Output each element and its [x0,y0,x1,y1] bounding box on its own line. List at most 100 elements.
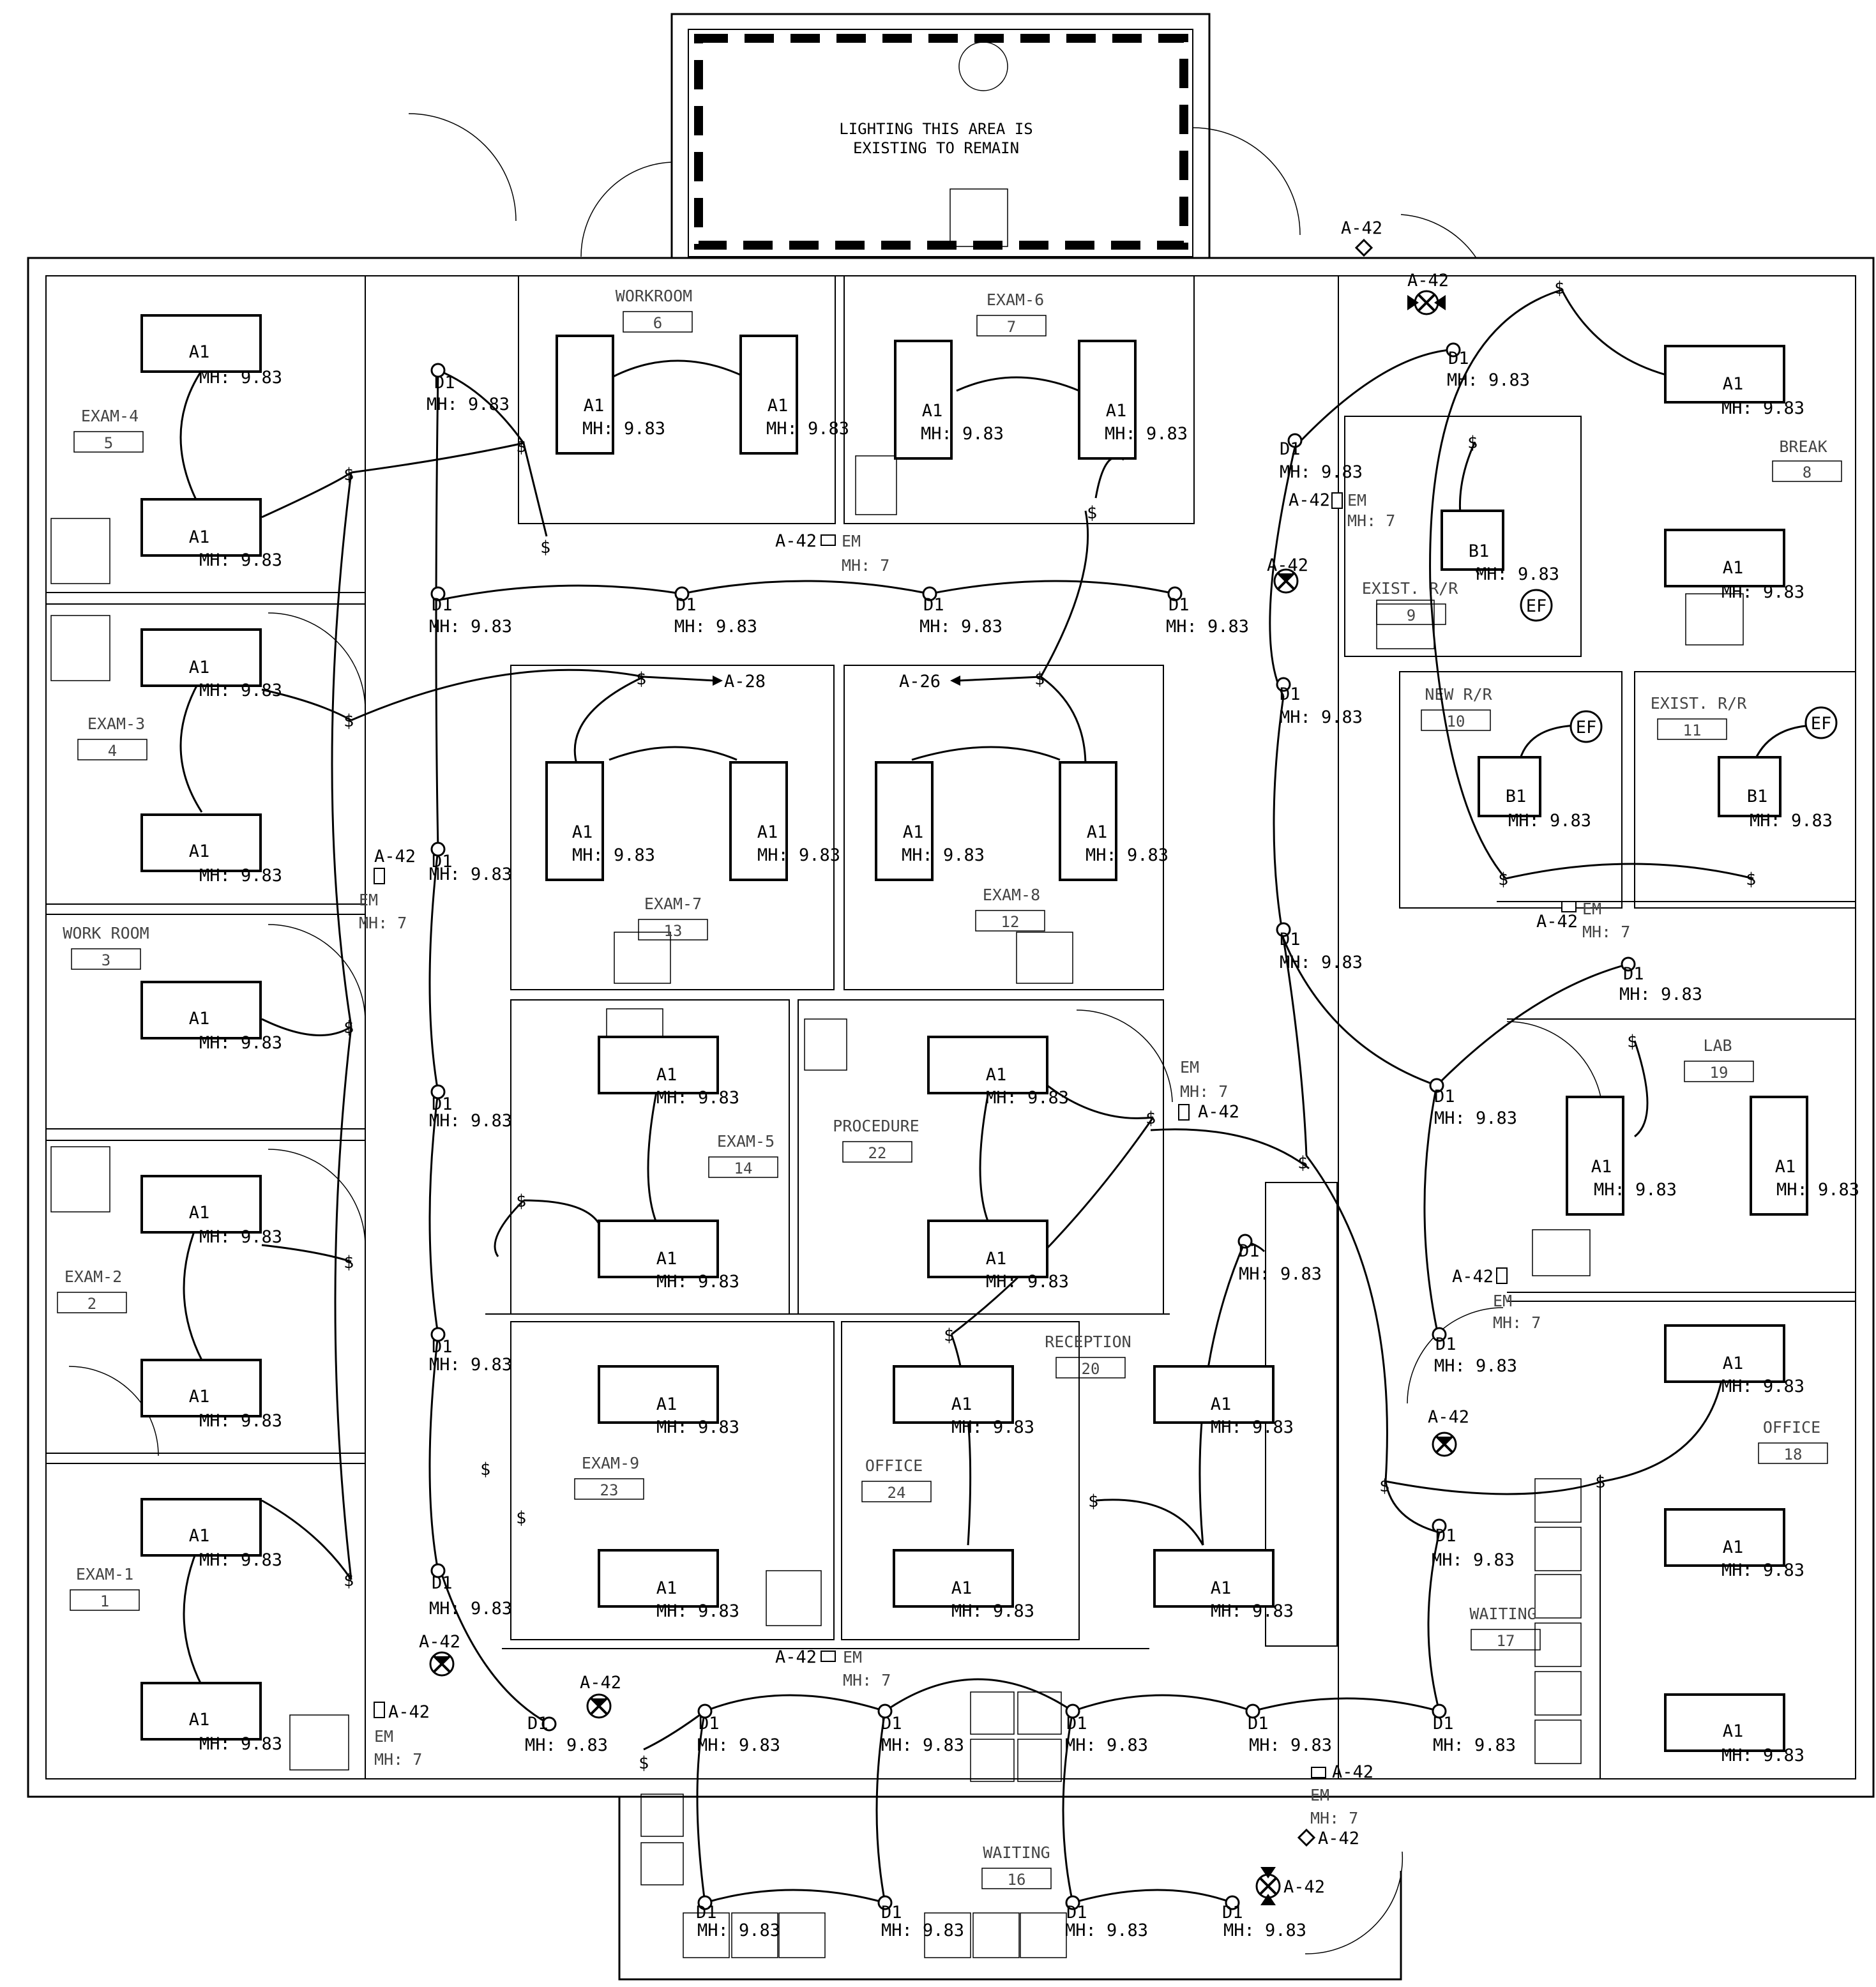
svg-text:MH: 9.83: MH: 9.83 [1721,1746,1804,1765]
svg-text:MH: 7: MH: 7 [1310,1809,1358,1827]
svg-text:MH: 9.83: MH: 9.83 [1280,707,1363,727]
svg-text:MH: 9.83: MH: 9.83 [525,1735,608,1755]
svg-text:MH: 9.83: MH: 9.83 [1433,1735,1516,1755]
svg-text:MH: 9.83: MH: 9.83 [1065,1921,1148,1940]
svg-text:D1: D1 [527,1714,548,1734]
svg-text:A1: A1 [986,1249,1007,1269]
svg-text:EM: EM [1310,1786,1329,1804]
svg-text:D1: D1 [881,1714,902,1734]
svg-text:D1: D1 [1066,1903,1087,1923]
room-name: EXAM-3 [87,714,145,733]
svg-text:D1: D1 [432,1573,453,1593]
light-switch: $ [1297,1153,1308,1173]
svg-text:A-42: A-42 [775,531,817,551]
svg-text:MH: 9.83: MH: 9.83 [1280,953,1363,972]
svg-text:MH: 7: MH: 7 [1347,511,1395,530]
svg-text:MH: 9.83: MH: 9.83 [1434,1108,1517,1128]
room-name: PROCEDURE [833,1117,919,1135]
light-switch: $ [1627,1032,1637,1052]
svg-text:MH: 9.83: MH: 9.83 [1166,617,1249,637]
exit-sign-icon: A-42 [1407,271,1449,315]
emergency-light-icon: A-42 EM MH: 7 [1310,1762,1373,1827]
svg-text:A1: A1 [1723,1721,1744,1741]
light-switch: $ [1554,278,1564,298]
light-switch: $ [1467,433,1478,453]
room-number: 16 [1008,1871,1026,1889]
svg-text:MH: 9.83: MH: 9.83 [1086,845,1169,865]
svg-text:A-42: A-42 [1289,490,1330,510]
svg-text:EM: EM [842,532,861,550]
svg-text:A1: A1 [189,527,210,547]
svg-text:MH: 9.83: MH: 9.83 [199,1734,282,1754]
svg-text:MH: 9.83: MH: 9.83 [1594,1180,1677,1200]
circuits [179,289,1814,1904]
svg-text:A1: A1 [768,396,789,416]
room-name: EXAM-1 [76,1565,133,1583]
svg-text:A-42: A-42 [1341,218,1382,238]
light-switch: $ [1146,1108,1156,1128]
walls [27,13,1875,1981]
svg-text:EF: EF [1811,714,1832,734]
room-number: 1 [100,1592,109,1610]
exhaust-fan-icon: EF [1520,589,1553,622]
svg-text:MH: 9.83: MH: 9.83 [199,681,282,700]
room-number: 22 [868,1144,887,1162]
svg-text:A1: A1 [951,1394,972,1414]
room-name: BREAK [1779,437,1827,456]
exit-sign-icon: A-42 [1267,555,1308,594]
light-switch: $ [344,1571,354,1590]
svg-text:A-42: A-42 [580,1673,621,1693]
emergency-light-icon: A-42 EM MH: 7 [775,1647,891,1689]
svg-text:A1: A1 [1106,401,1127,421]
svg-text:MH: 9.83: MH: 9.83 [429,865,512,884]
exhaust-fan-icon: EF [1570,710,1603,743]
svg-text:A1: A1 [189,842,210,861]
svg-text:MH: 9.83: MH: 9.83 [656,1272,739,1292]
svg-text:MH: 9.83: MH: 9.83 [656,1417,739,1437]
svg-text:MH: 7: MH: 7 [843,1671,891,1689]
exhaust-fan-icon: EF [1804,706,1838,739]
room-name: EXAM-6 [987,291,1044,309]
room-number: 17 [1497,1632,1515,1650]
svg-text:MH: 9.83: MH: 9.83 [881,1735,964,1755]
emergency-light-icon: A-42 EM MH: 7 [374,1702,430,1769]
svg-text:A-42: A-42 [374,847,416,866]
room-name: EXAM-8 [983,886,1040,904]
room-name: EXAM-4 [81,407,139,425]
svg-text:A-42: A-42 [1283,1877,1325,1897]
homerun-arrows: A-28 A-26 [713,672,960,691]
room-number: 7 [1007,318,1016,336]
svg-text:EM: EM [359,891,378,909]
svg-text:MH: 9.83: MH: 9.83 [921,424,1004,444]
room-number: 19 [1710,1064,1728,1082]
room-number: 4 [108,742,117,760]
svg-text:MH: 9.83: MH: 9.83 [1065,1735,1148,1755]
svg-text:EM: EM [1493,1292,1512,1310]
svg-text:MH: 9.83: MH: 9.83 [572,845,655,865]
svg-text:MH: 9.83: MH: 9.83 [1721,1560,1804,1580]
exit-sign-icon: A-42 [1255,1867,1325,1905]
svg-text:MH: 9.83: MH: 9.83 [1447,370,1530,390]
svg-text:MH: 7: MH: 7 [1493,1313,1541,1332]
